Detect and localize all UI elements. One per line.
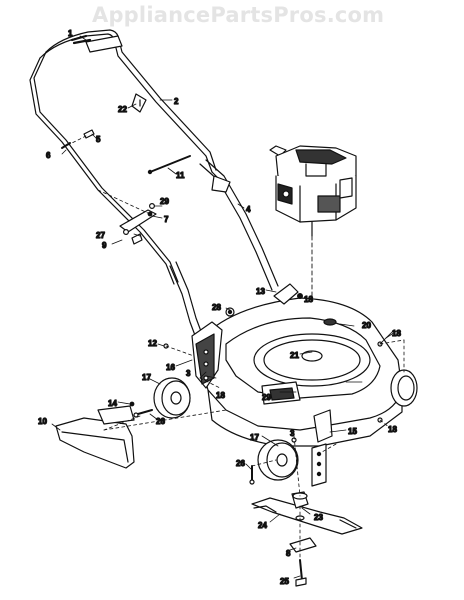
callout-10: 10 xyxy=(38,417,47,426)
handle-knob-assembly xyxy=(119,203,157,245)
engine xyxy=(269,145,357,237)
callout-16: 16 xyxy=(166,363,175,372)
leader-lines xyxy=(51,35,399,579)
callout-11: 11 xyxy=(176,171,185,180)
callout-3: 3 xyxy=(186,369,191,378)
callout-5: 5 xyxy=(96,135,101,144)
callout-15: 15 xyxy=(348,427,357,436)
callout-18d: 18 xyxy=(388,425,397,434)
rear-bracket-assembly xyxy=(191,321,223,389)
callout-labels: 1 2 3 3 4 5 6 7 8 9 10 11 12 13 14 15 16… xyxy=(37,28,402,586)
callout-6: 6 xyxy=(46,151,51,160)
guide-lines xyxy=(61,135,405,561)
lower-handle xyxy=(169,159,279,339)
callout-3b: 3 xyxy=(290,429,295,438)
callout-14: 14 xyxy=(108,399,117,408)
callout-25: 25 xyxy=(280,577,289,586)
cable-end xyxy=(147,169,153,175)
knob-part-28 xyxy=(225,307,235,317)
callout-29b: 29 xyxy=(262,393,271,402)
callout-29a: 29 xyxy=(160,197,169,206)
mower-deck xyxy=(199,283,403,447)
height-adjuster xyxy=(311,443,327,487)
watermark-text: AppliancePartsPros.com xyxy=(92,3,385,27)
rear-baffle xyxy=(55,405,135,469)
blade-adapter xyxy=(291,491,309,509)
blade-bolt xyxy=(295,559,307,587)
blade-stiffener xyxy=(289,537,317,553)
control-bar xyxy=(85,35,123,53)
rear-wheel-left xyxy=(153,377,191,419)
callout-17b: 17 xyxy=(250,433,259,442)
callout-20: 20 xyxy=(362,321,371,330)
bolt-part-5-6 xyxy=(61,129,95,149)
callout-4: 4 xyxy=(246,205,251,214)
callout-27: 27 xyxy=(96,231,105,240)
callout-22: 22 xyxy=(118,105,127,114)
callout-1: 1 xyxy=(68,29,73,38)
callout-28: 28 xyxy=(212,303,221,312)
mower-blade xyxy=(251,497,363,535)
callout-24: 24 xyxy=(258,521,267,530)
rear-wheel-right xyxy=(390,369,418,407)
callout-18c: 18 xyxy=(216,391,225,400)
callout-9: 9 xyxy=(102,241,107,250)
callout-17: 17 xyxy=(142,373,151,382)
callout-13: 13 xyxy=(256,287,265,296)
control-cable xyxy=(149,155,191,173)
callout-18a: 18 xyxy=(304,295,313,304)
front-wheel-left xyxy=(257,439,299,481)
callout-2: 2 xyxy=(174,97,179,106)
callout-26a: 26 xyxy=(156,417,165,426)
bolt-part-26-left xyxy=(133,409,153,418)
front-wheel-right xyxy=(313,409,333,443)
cable-tie-part-22 xyxy=(131,93,147,113)
callout-7: 7 xyxy=(164,215,169,224)
callout-12: 12 xyxy=(148,339,157,348)
callout-18b: 18 xyxy=(392,329,401,338)
callout-26b: 26 xyxy=(236,459,245,468)
callout-23: 23 xyxy=(314,513,323,522)
bolt-part-26-right xyxy=(249,465,255,485)
callout-8: 8 xyxy=(286,549,291,558)
callout-21: 21 xyxy=(290,351,299,360)
